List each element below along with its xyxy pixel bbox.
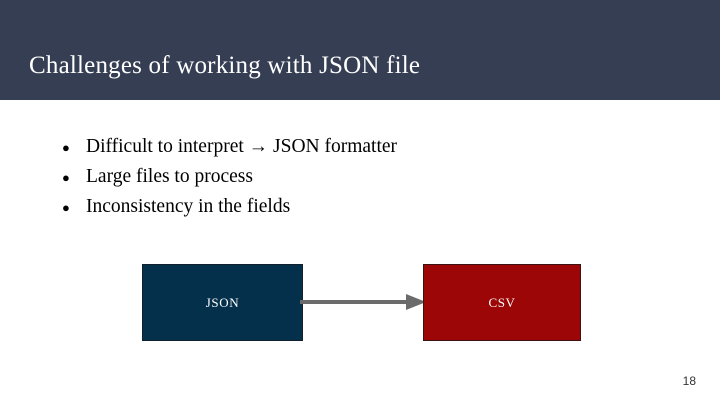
flow-node-json-label: JSON [205,294,240,310]
flow-node-json: JSON [142,264,303,341]
slide-header-band [0,0,720,100]
bullet-dot-icon: ● [62,200,70,215]
list-item-label: Large files to process [86,166,253,187]
bullet-dot-icon: ● [62,170,70,185]
page-title: Challenges of working with JSON file [29,52,421,79]
flow-node-csv-label: CSV [488,294,516,310]
bullet-dot-icon: ● [62,140,70,155]
list-item-label: Inconsistency in the fields [86,196,291,217]
list-item: ● Difficult to interpret → JSON formatte… [62,132,397,162]
arrow-right-icon [300,292,428,312]
list-item-label: Difficult to interpret → JSON formatter [86,136,398,157]
list-item: ● Large files to process [62,162,397,192]
challenges-bullet-list: ● Difficult to interpret → JSON formatte… [62,132,397,222]
flow-node-csv: CSV [423,264,581,341]
page-number: 18 [682,374,696,388]
list-item: ● Inconsistency in the fields [62,192,397,222]
